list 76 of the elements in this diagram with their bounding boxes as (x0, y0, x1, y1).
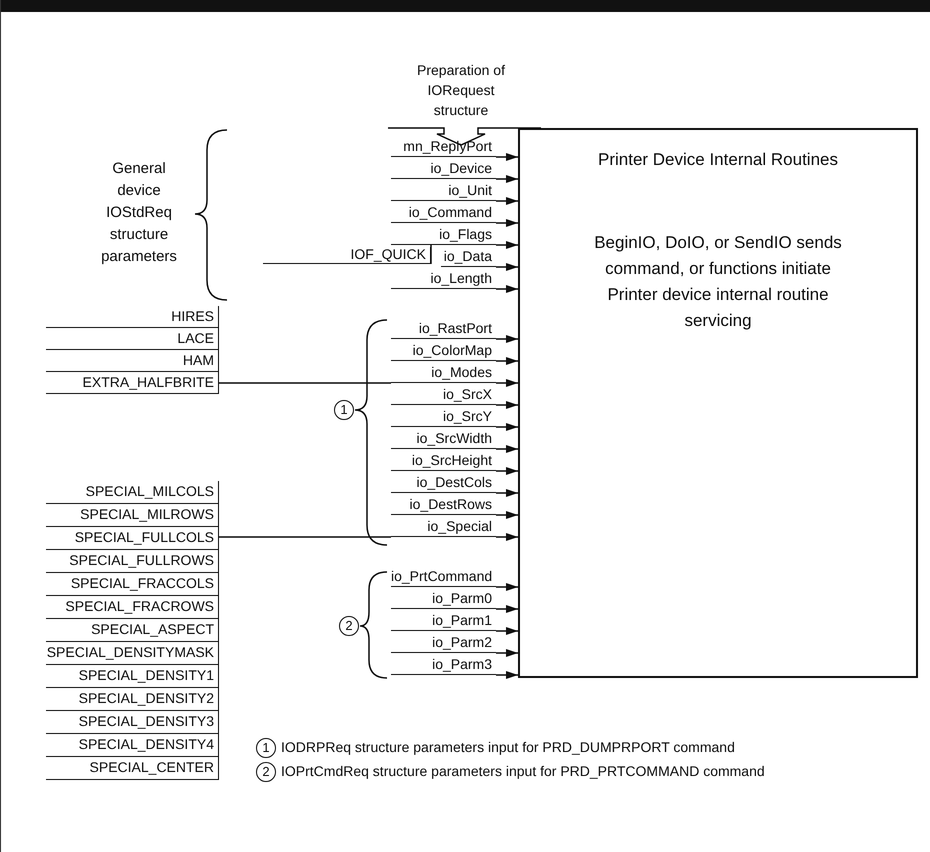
routine-box (518, 128, 918, 678)
field-name: io_ColorMap (391, 341, 496, 361)
mode-name: SPECIAL_FRACCOLS (46, 573, 219, 596)
connector-line (430, 245, 432, 264)
mode-name: EXTRA_HALFBRITE (46, 372, 219, 394)
callout-number: 1 (256, 738, 276, 758)
mode-name: SPECIAL_FRACROWS (46, 596, 219, 619)
field-name: io_Parm2 (391, 633, 496, 653)
field-name: io_RastPort (391, 319, 496, 339)
field-name: io_Command (391, 203, 496, 223)
field-name: io_Modes (391, 363, 496, 383)
field-name: io_Length (391, 269, 496, 289)
arrow (496, 649, 518, 657)
footnote-text: IODRPReq structure parameters input for PRD_DUMPRPORT command (281, 739, 735, 755)
arrow (496, 379, 518, 387)
flag-name: IOF_QUICK (263, 247, 431, 264)
arrow (496, 335, 518, 343)
arrow (496, 423, 518, 431)
field-name: io_Device (391, 159, 496, 179)
arrow (496, 197, 518, 205)
callout-number: 2 (256, 762, 276, 782)
arrow (496, 219, 518, 227)
mode-name: SPECIAL_DENSITY4 (46, 734, 219, 757)
mode-name: SPECIAL_ASPECT (46, 619, 219, 642)
mode-name: SPECIAL_MILROWS (46, 504, 219, 527)
arrow (496, 241, 518, 249)
arrow (496, 467, 518, 475)
mode-name: SPECIAL_DENSITYMASK (46, 642, 219, 665)
footnote-text: IOPrtCmdReq structure parameters input for PRD_PRTCOMMAND command (281, 763, 765, 779)
arrow (496, 445, 518, 453)
mode-name: HIRES (46, 306, 219, 328)
arrow (496, 357, 518, 365)
field-name: io_Parm1 (391, 611, 496, 631)
arrow (496, 511, 518, 519)
field-name: io_Unit (391, 181, 496, 201)
callout-number: 2 (339, 616, 359, 636)
arrow (496, 627, 518, 635)
callout-number: 1 (334, 400, 354, 420)
field-name: io_Flags (391, 225, 496, 245)
arrow (496, 671, 518, 679)
field-name: io_SrcY (391, 407, 496, 427)
mode-name: HAM (46, 350, 219, 372)
mode-name: SPECIAL_MILCOLS (46, 481, 219, 504)
field-name: io_SrcWidth (391, 429, 496, 449)
field-name: io_Parm0 (391, 589, 496, 609)
field-name: io_Special (391, 517, 496, 537)
mode-name: SPECIAL_FULLCOLS (46, 527, 219, 550)
mode-name: SPECIAL_FULLROWS (46, 550, 219, 573)
mode-name: SPECIAL_DENSITY1 (46, 665, 219, 688)
mode-name: SPECIAL_DENSITY3 (46, 711, 219, 734)
field-name: io_PrtCommand (391, 567, 496, 587)
field-name: io_SrcHeight (391, 451, 496, 471)
arrow (496, 533, 518, 541)
arrow (496, 583, 518, 591)
field-name: io_Data (441, 247, 496, 267)
connector-line (219, 382, 391, 384)
arrow (496, 605, 518, 613)
arrow (496, 175, 518, 183)
arrow (496, 285, 518, 293)
field-name: io_Parm3 (391, 655, 496, 675)
field-name: io_DestCols (391, 473, 496, 493)
arrow (496, 263, 518, 271)
arrow (496, 489, 518, 497)
mode-name: SPECIAL_DENSITY2 (46, 688, 219, 711)
arrow (496, 153, 518, 161)
connector-line (219, 536, 391, 538)
field-name: mn_ReplyPort (391, 137, 496, 157)
field-name: io_DestRows (391, 495, 496, 515)
box-heading: Printer Device Internal Routines (596, 150, 839, 170)
annotation-text: General device IOStdReq structure parameters (100, 159, 178, 267)
mode-name: LACE (46, 328, 219, 350)
mode-name: SPECIAL_CENTER (46, 757, 219, 780)
field-name: io_SrcX (391, 385, 496, 405)
arrow (496, 401, 518, 409)
annotation-text: Preparation of IORequest structure (416, 61, 506, 120)
box-description: BeginIO, DoIO, or SendIO sends command, or functions initiate Printer device internal routine servicing (593, 232, 843, 332)
